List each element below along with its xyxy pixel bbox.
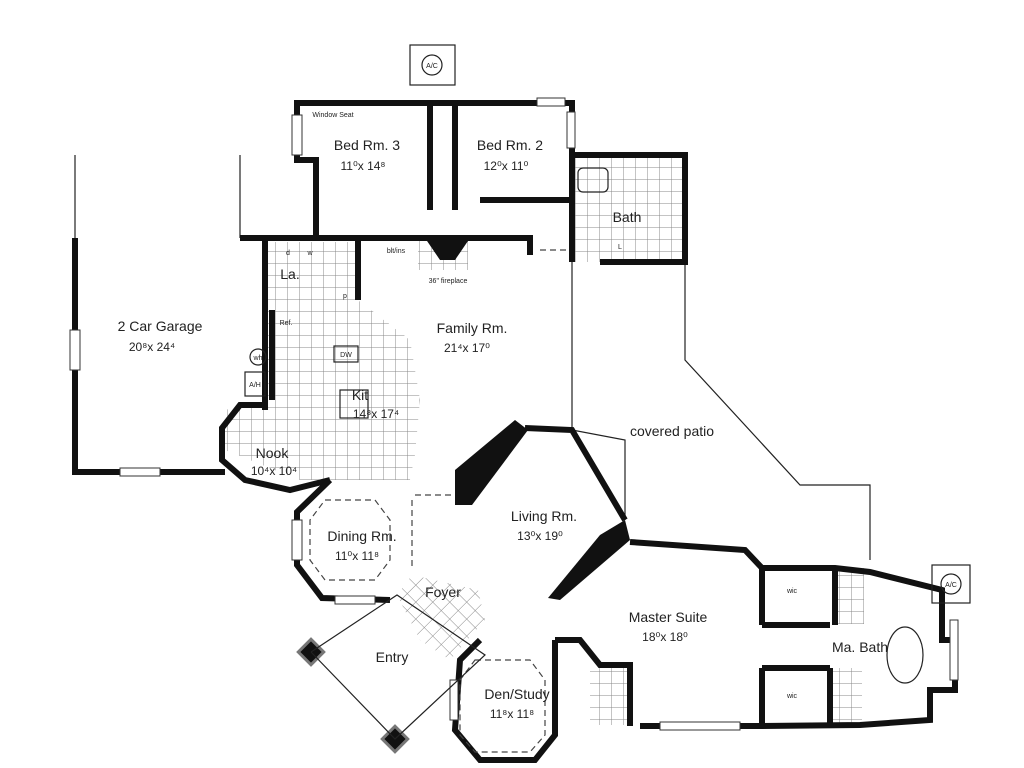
room-kitchen: Kit (352, 387, 368, 403)
room-foyer: Foyer (425, 584, 461, 600)
room-den: Den/Study (484, 686, 549, 702)
room-bed-2: Bed Rm. 2 (477, 137, 543, 153)
room-family: Family Rm. (437, 320, 508, 336)
washer-label: w (306, 250, 313, 257)
svg-text:13⁰x 19⁰: 13⁰x 19⁰ (517, 529, 563, 543)
ac-label-2: A/C (945, 582, 957, 589)
windows (69, 97, 959, 731)
dryer-label: d (286, 250, 290, 257)
wic-label-1: wic (786, 588, 798, 595)
svg-text:20⁸x 24⁴: 20⁸x 24⁴ (129, 340, 175, 354)
room-living: Living Rm. (511, 508, 577, 524)
pantry-label: p (343, 293, 347, 300)
openings (309, 249, 570, 753)
air-handler-label: A/H (249, 382, 261, 389)
ac-label-1: A/C (426, 63, 438, 70)
svg-text:14⁸x 17⁴: 14⁸x 17⁴ (353, 407, 399, 421)
room-dining: Dining Rm. (327, 528, 396, 544)
room-master-suite: Master Suite (629, 609, 708, 625)
svg-text:11⁰x 11⁸: 11⁰x 11⁸ (335, 549, 379, 563)
linen-label: L (618, 244, 622, 251)
ac-unit-2 (931, 564, 971, 604)
garden-tub (886, 626, 924, 684)
ac-unit-1 (409, 44, 456, 86)
built-ins-label: blt/ins (387, 248, 406, 255)
svg-text:12⁰x 11⁰: 12⁰x 11⁰ (484, 159, 529, 173)
covered-patio-outline (571, 262, 626, 520)
room-garage: 2 Car Garage (118, 318, 203, 334)
svg-text:11⁸x 11⁸: 11⁸x 11⁸ (490, 707, 534, 721)
svg-text:11⁰x 14⁸: 11⁰x 14⁸ (340, 159, 385, 173)
window-seat-label: Window Seat (312, 112, 353, 119)
room-labels: Bed Rm. 3 11⁰x 14⁸ Bed Rm. 2 12⁰x 11⁰ Ba… (118, 137, 888, 721)
refrigerator-label: Ref. (280, 320, 293, 327)
fireplace-label: 36" fireplace (429, 278, 468, 285)
dishwasher-label: DW (340, 352, 352, 359)
room-bed-3: Bed Rm. 3 (334, 137, 400, 153)
svg-text:21⁴x 17⁰: 21⁴x 17⁰ (444, 341, 490, 355)
svg-text:18⁰x 18⁰: 18⁰x 18⁰ (642, 630, 688, 644)
room-nook: Nook (256, 445, 290, 461)
walls (72, 100, 958, 763)
cooktop (339, 389, 369, 419)
water-heater-label: wh (253, 355, 263, 362)
room-laundry: La. (280, 266, 299, 282)
svg-text:10⁴x 10⁴: 10⁴x 10⁴ (251, 464, 297, 478)
bathtub (577, 167, 609, 193)
wic-label-2: wic (786, 693, 798, 700)
room-bath: Bath (613, 209, 642, 225)
fixtures: A/C A/C wh A/H d w p Ref. DW L wic wic W… (244, 44, 971, 754)
room-entry: Entry (376, 649, 409, 665)
room-master-bath: Ma. Bath (832, 639, 888, 655)
covered-patio: covered patio (630, 423, 714, 439)
tile-floors (225, 158, 864, 725)
